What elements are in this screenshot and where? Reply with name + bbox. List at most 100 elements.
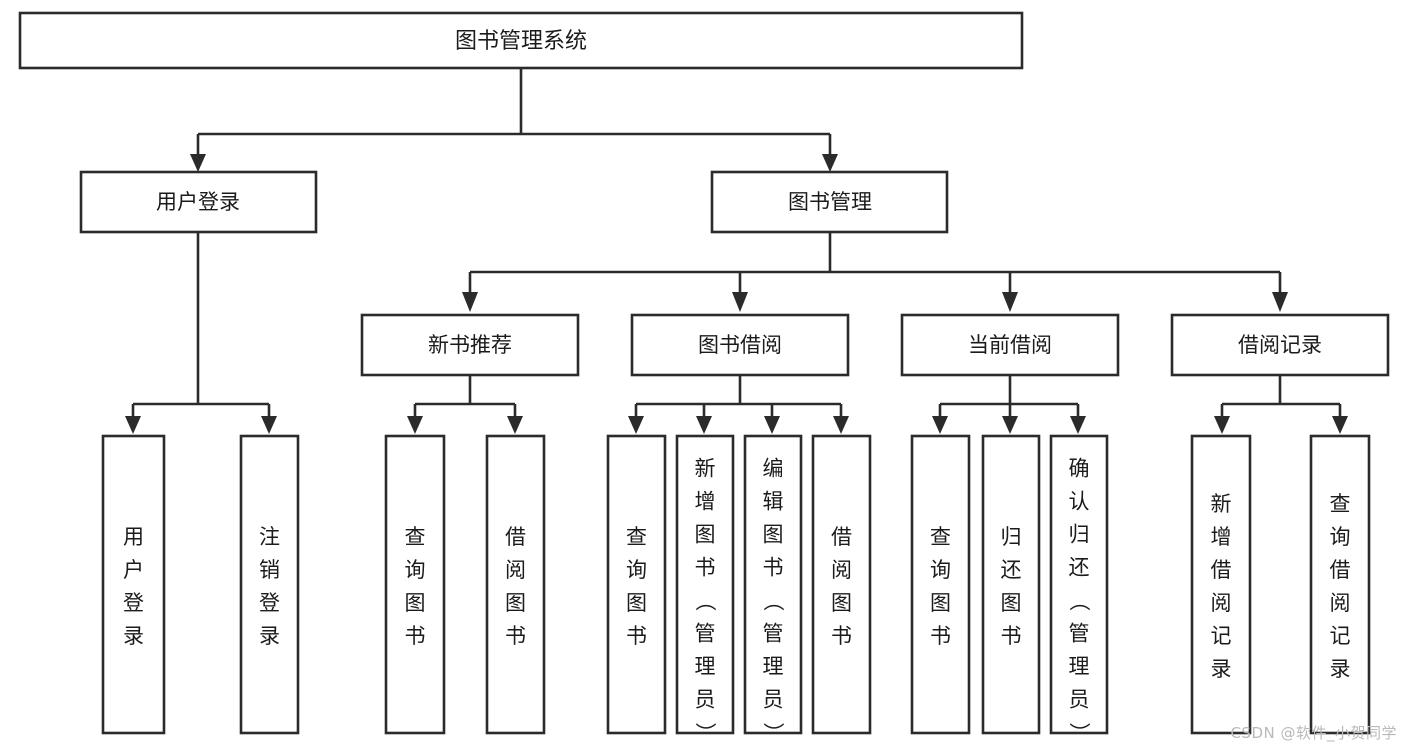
arrow-head-icon xyxy=(1070,416,1086,434)
leaf-label-char: 还 xyxy=(1069,556,1090,580)
leaf-node[interactable] xyxy=(606,434,667,735)
leaf-node[interactable] xyxy=(1049,434,1109,735)
leaf-text-layer: 用户登录注销登录查询图书借阅图书查询图书新增图书（管理员）编辑图书（管理员）借阅… xyxy=(123,457,1351,744)
leaf-node[interactable] xyxy=(384,434,446,735)
node-user-login-label: 用户登录 xyxy=(156,190,240,214)
leaf-node[interactable] xyxy=(1309,434,1371,735)
node-borrow-record[interactable]: 借阅记录 xyxy=(1170,313,1390,377)
node-user-login[interactable]: 用户登录 xyxy=(79,170,318,234)
leaf-box[interactable] xyxy=(1049,434,1109,735)
leaf-label-char: 借 xyxy=(1211,558,1232,582)
leaf-label-char: 录 xyxy=(259,624,280,648)
csdn-watermark: CSDN @软件_小贺同学 xyxy=(1230,724,1397,742)
leaf-label-char: 图 xyxy=(405,591,426,615)
leaf-box[interactable] xyxy=(981,434,1041,735)
leaf-label-char: 查 xyxy=(1330,492,1351,516)
connector-book-mgmt-to-level3 xyxy=(468,232,1282,296)
leaf-label-char: 还 xyxy=(1001,558,1022,582)
leaf-box[interactable] xyxy=(910,434,971,735)
leaf-node[interactable] xyxy=(811,434,872,735)
leaf-label-char: 阅 xyxy=(1330,591,1351,615)
leaf-box[interactable] xyxy=(743,434,803,735)
node-current-borrow[interactable]: 当前借阅 xyxy=(900,313,1120,377)
leaf-node[interactable] xyxy=(910,434,971,735)
leaf-label-char: 图 xyxy=(626,591,647,615)
leaf-box[interactable] xyxy=(239,434,300,735)
leaf-box[interactable] xyxy=(1190,434,1252,735)
leaf-label-char: 书 xyxy=(763,556,784,580)
leaf-label-char: 记 xyxy=(1330,624,1351,648)
node-book-management-box[interactable] xyxy=(710,170,949,234)
leaf-label-char: 查 xyxy=(626,525,647,549)
leaf-box[interactable] xyxy=(101,434,166,735)
leaf-label-char: 理 xyxy=(763,655,784,679)
leaf-label-char: 书 xyxy=(1001,624,1022,648)
arrow-head-icon xyxy=(1272,292,1288,312)
leaf-label-char: 登 xyxy=(123,591,144,615)
leaf-label-char: 书 xyxy=(505,624,526,648)
leaf-label-char: 询 xyxy=(1330,525,1351,549)
leaf-label-char: 图 xyxy=(695,523,716,547)
node-current-borrow-box[interactable] xyxy=(900,313,1120,377)
arrow-head-icon xyxy=(1214,416,1230,434)
node-new-book-recommend[interactable]: 新书推荐 xyxy=(360,313,580,377)
connector-current-borrow-to-leaves xyxy=(938,375,1080,420)
leaf-label-char: （ xyxy=(693,590,717,611)
leaf-label-char: 认 xyxy=(1069,490,1090,514)
arrow-head-icon xyxy=(764,416,780,434)
leaf-node[interactable] xyxy=(101,434,166,735)
leaf-label-char: 借 xyxy=(505,525,526,549)
leaf-node[interactable] xyxy=(743,434,803,735)
leaf-label-char: 阅 xyxy=(1211,591,1232,615)
arrow-head-icon xyxy=(696,416,712,434)
node-root-box[interactable] xyxy=(18,11,1024,70)
node-root-label: 图书管理系统 xyxy=(455,29,587,54)
leaf-label-char: 借 xyxy=(831,525,852,549)
leaf-box[interactable] xyxy=(675,434,735,735)
leaf-label-char: 阅 xyxy=(505,558,526,582)
leaf-label-char: 记 xyxy=(1211,624,1232,648)
node-user-login-box[interactable] xyxy=(79,170,318,234)
node-book-borrow-box[interactable] xyxy=(630,313,850,377)
leaf-node[interactable] xyxy=(239,434,300,735)
leaf-label-char: 书 xyxy=(930,624,951,648)
node-new-book-recommend-box[interactable] xyxy=(360,313,580,377)
connector-layer xyxy=(125,68,1348,434)
leaf-box[interactable] xyxy=(1309,434,1371,735)
node-borrow-record-box[interactable] xyxy=(1170,313,1390,377)
leaf-node[interactable] xyxy=(1190,434,1252,735)
leaf-label-char: 员 xyxy=(695,688,716,712)
leaf-box[interactable] xyxy=(606,434,667,735)
leaf-box[interactable] xyxy=(811,434,872,735)
leaf-node[interactable] xyxy=(675,434,735,735)
leaf-label-char: 阅 xyxy=(831,558,852,582)
leaf-label-char: 编 xyxy=(763,457,784,481)
leaf-label-char: 书 xyxy=(626,624,647,648)
leaf-node[interactable] xyxy=(485,434,546,735)
arrow-head-icon xyxy=(125,416,141,434)
leaf-label-char: 增 xyxy=(695,490,716,514)
node-book-borrow[interactable]: 图书借阅 xyxy=(630,313,850,377)
leaf-label-char: 户 xyxy=(123,558,144,582)
node-book-management[interactable]: 图书管理 xyxy=(710,170,949,234)
leaf-label-char: 增 xyxy=(1211,525,1232,549)
leaf-box[interactable] xyxy=(384,434,446,735)
arrow-head-icon xyxy=(407,416,423,434)
leaf-label-char: 书 xyxy=(831,624,852,648)
leaf-label-char: 录 xyxy=(1211,657,1232,681)
arrow-head-icon xyxy=(932,416,948,434)
leaf-box[interactable] xyxy=(485,434,546,735)
leaf-label-char: 辑 xyxy=(763,490,784,514)
leaf-label-char: 借 xyxy=(1330,558,1351,582)
node-root[interactable]: 图书管理系统 xyxy=(18,11,1024,70)
connector-borrow-record-to-leaves xyxy=(1220,375,1342,420)
leaf-node[interactable] xyxy=(981,434,1041,735)
connector-user-login-to-leaves xyxy=(131,232,271,420)
